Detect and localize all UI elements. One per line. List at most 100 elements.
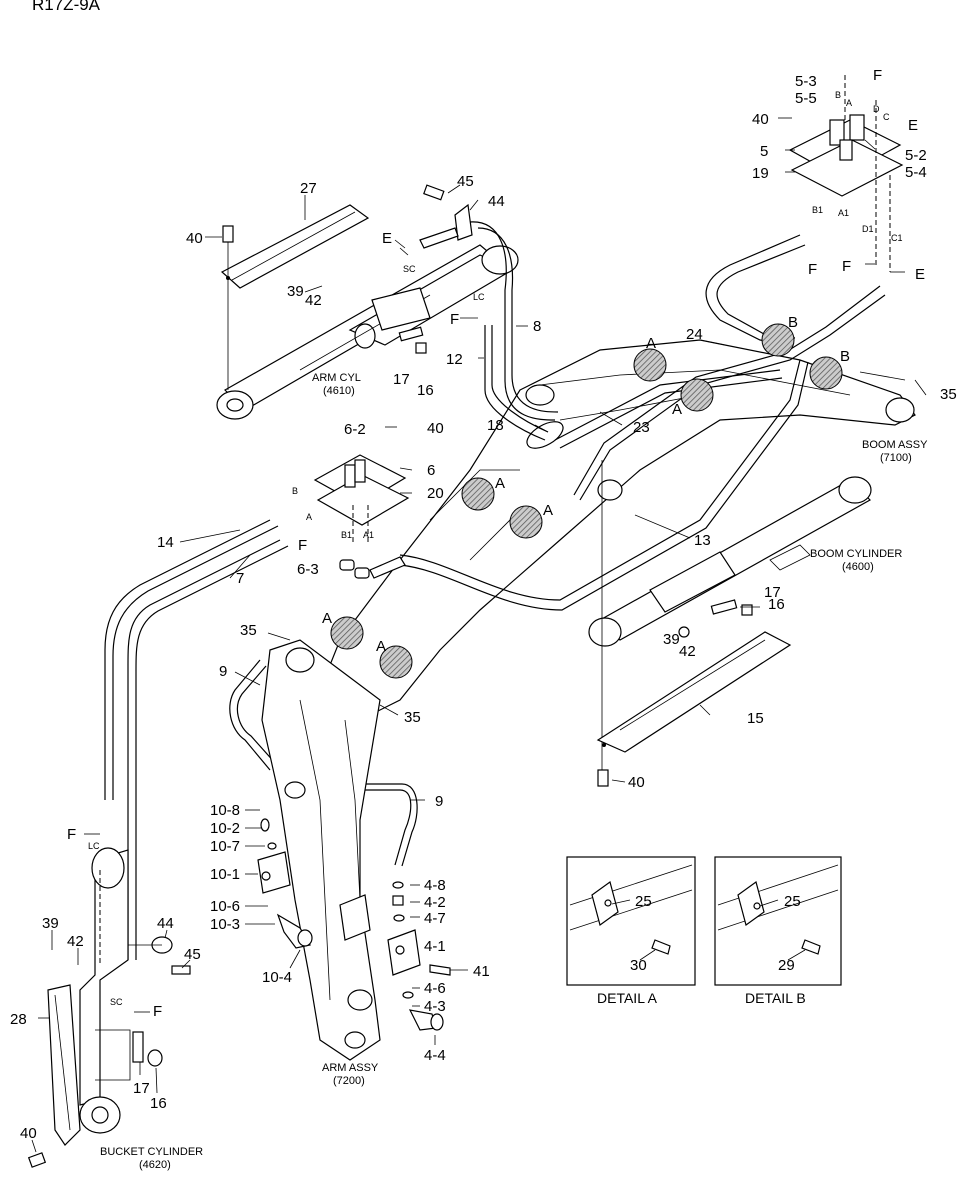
- callout-40-c: 40: [427, 420, 444, 437]
- arm-cyl-code: (4610): [323, 385, 355, 397]
- detail-b-box: [714, 856, 842, 986]
- callout-40: 40: [186, 230, 203, 247]
- callout-8: 8: [533, 318, 541, 335]
- boom-cylinder-code: (4600): [842, 561, 874, 573]
- callout-42: 42: [305, 292, 322, 309]
- bucket-cylinder: [79, 847, 131, 1134]
- callout-44: 44: [488, 193, 505, 210]
- detail-b-part-29: 29: [778, 957, 795, 974]
- bolt-42-b: [678, 626, 690, 638]
- callout-23: 23: [633, 419, 650, 436]
- callout-4-3: 4-3: [424, 998, 446, 1015]
- joint-marker-a-6: [379, 645, 413, 679]
- callout-13: 13: [694, 532, 711, 549]
- callout-5-3: 5-3: [795, 73, 817, 90]
- callout-5: 5: [760, 143, 768, 160]
- callout-16-b: 16: [768, 596, 785, 613]
- callout-b-2: B: [840, 348, 850, 365]
- callout-4-2: 4-2: [424, 894, 446, 911]
- callout-42-b: 42: [679, 643, 696, 660]
- boom-cylinder: [588, 476, 872, 647]
- bolt-45-b: [171, 965, 191, 975]
- callout-17: 17: [393, 371, 410, 388]
- joint-marker-a-3: [461, 477, 495, 511]
- valve-block-4-1: [387, 881, 451, 1031]
- callout-a-5: A: [322, 610, 332, 627]
- fitting-e1: [419, 227, 459, 249]
- callout-35-a: 35: [940, 386, 957, 403]
- hose-9-upper: [229, 659, 277, 771]
- callout-16-c: 16: [150, 1095, 167, 1112]
- joint-marker-a-5: [330, 616, 364, 650]
- callout-6-3: 6-3: [297, 561, 319, 578]
- callout-16: 16: [417, 382, 434, 399]
- callout-lc-b: LC: [88, 841, 100, 851]
- joint-marker-a-4: [509, 505, 543, 539]
- hose-24: [705, 234, 806, 346]
- part-16c: [147, 1049, 163, 1067]
- callout-24: 24: [686, 326, 703, 343]
- part-17b: [710, 599, 738, 615]
- callout-a-6: A: [376, 638, 386, 655]
- bolt-45-a: [423, 184, 445, 201]
- callout-17-b: 17: [764, 584, 781, 601]
- detail-b-part-25: 25: [784, 893, 801, 910]
- callout-c-top: C: [883, 112, 890, 122]
- callout-41: 41: [473, 963, 490, 980]
- callout-40-d: 40: [628, 774, 645, 791]
- callout-f-3: F: [842, 258, 851, 275]
- hose-24b: [573, 285, 886, 501]
- callout-e: E: [382, 230, 392, 247]
- callout-b-1: B: [788, 314, 798, 331]
- bucket-cylinder-label: BUCKET CYLINDER: [100, 1146, 203, 1158]
- fitting-6-3: [339, 556, 406, 579]
- arm-cyl-label: ARM CYL: [312, 372, 361, 384]
- callout-39-b: 39: [663, 631, 680, 648]
- callout-b1-6: B1: [341, 530, 352, 540]
- valve-plate-5: [788, 114, 904, 197]
- callout-10-3: 10-3: [210, 916, 240, 933]
- callout-e-2: E: [915, 266, 925, 283]
- callout-6: 6: [427, 462, 435, 479]
- detail-a-part-30: 30: [630, 957, 647, 974]
- callout-20: 20: [427, 485, 444, 502]
- callout-a-4: A: [543, 502, 553, 519]
- callout-sc-b: SC: [110, 997, 123, 1007]
- callout-45: 45: [457, 173, 474, 190]
- detail-a-title: DETAIL A: [597, 990, 658, 1006]
- callout-a-top: A: [846, 98, 852, 108]
- callout-35-b: 35: [240, 622, 257, 639]
- valve-plate-6: [313, 454, 410, 526]
- boom-assy-code: (7100): [880, 452, 912, 464]
- joint-marker-b-1: [761, 323, 795, 357]
- callout-a-3: A: [495, 475, 505, 492]
- callout-40-b: 40: [752, 111, 769, 128]
- callout-40-e: 40: [20, 1125, 37, 1142]
- callout-b1-top: B1: [812, 205, 823, 215]
- callout-e-top: E: [908, 117, 918, 134]
- callout-a1-top: A1: [838, 208, 849, 218]
- callout-5-2: 5-2: [905, 147, 927, 164]
- bracket-44-b: [128, 936, 173, 954]
- callout-10-1: 10-1: [210, 866, 240, 883]
- hose-13: [399, 359, 809, 611]
- joint-marker-a-1: [633, 348, 667, 382]
- callout-lc: LC: [473, 292, 485, 302]
- joint-marker-a-2: [680, 378, 714, 412]
- callout-17-c: 17: [133, 1080, 150, 1097]
- arm-body: [261, 639, 381, 1061]
- callout-4-4: 4-4: [424, 1047, 446, 1064]
- valve-block-10-1: [257, 818, 313, 949]
- callout-10-7: 10-7: [210, 838, 240, 855]
- callout-18: 18: [487, 417, 504, 434]
- callout-9-a: 9: [219, 663, 227, 680]
- plate-27: [220, 204, 370, 289]
- callout-39: 39: [287, 283, 304, 300]
- boom-cylinder-label: BOOM CYLINDER: [810, 548, 902, 560]
- callout-b-6: B: [292, 486, 298, 496]
- callouts: 27 45 44 40 E SC 39 42 LC F 8 12 17 16 A…: [10, 67, 957, 1171]
- callout-42-c: 42: [67, 933, 84, 950]
- callout-19: 19: [752, 165, 769, 182]
- hose-23: [554, 369, 783, 449]
